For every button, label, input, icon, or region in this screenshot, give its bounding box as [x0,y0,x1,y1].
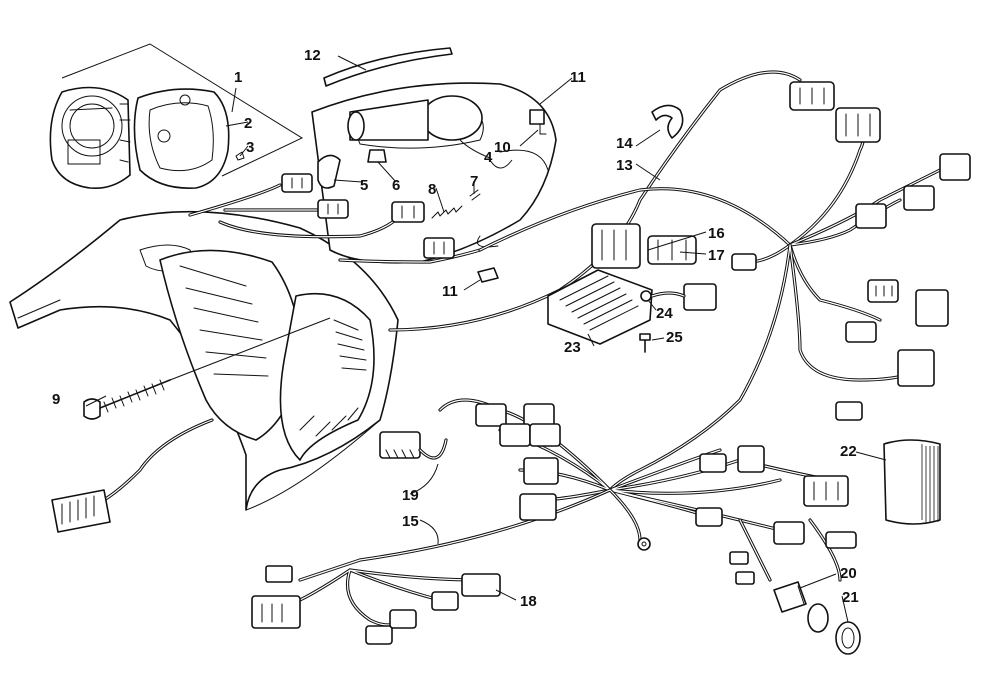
regulator-connector-24 [683,283,717,311]
callout-5: 5 [360,177,368,194]
callout-23: 23 [564,339,581,356]
connector-right-d [903,185,935,211]
callout-17: 17 [708,247,725,264]
washer-20 [807,603,829,633]
connector-18 [461,573,501,597]
main-harness [251,70,971,645]
connector-right-i [845,321,877,343]
callout-2: 2 [244,115,252,132]
connector-mid-y [735,571,755,585]
connector-mid-x [729,551,749,565]
callout-8: 8 [428,181,436,198]
clip-10 [539,123,547,135]
light-strip [323,47,453,87]
callout-18: 18 [520,593,537,610]
ring-21 [835,621,861,655]
connector-right-j [897,349,935,387]
callout-15: 15 [402,513,419,530]
connector-mid-v [773,521,805,545]
callout-11-lower: 11 [442,283,458,300]
connector-bl-b [251,595,301,629]
bracket-11-lower [477,267,499,283]
bolt-9 [83,379,171,420]
gauge-connector-harness [51,418,214,533]
sensor-20 [773,581,807,613]
callout-6: 6 [392,177,400,194]
connector-right-h [915,289,949,327]
connector-mid-s [737,445,765,473]
callout-19: 19 [402,487,419,504]
callout-11-upper: 11 [570,69,586,86]
connector-bl-a [265,565,293,583]
connector-mid-m [523,403,555,427]
connector-mid-w [825,531,857,549]
callout-20: 20 [840,565,857,582]
callout-21: 21 [842,589,859,606]
screw-24 [640,290,652,302]
connector-bl-d [389,609,417,629]
bracket-11-upper [529,109,545,125]
connector-right-c [939,153,971,181]
spring-8 [431,205,463,219]
connector-19 [379,431,421,459]
callout-13: 13 [616,157,633,174]
callout-3: 3 [246,139,254,156]
relay-16 [591,223,641,269]
clip-ring [651,104,684,139]
callout-12: 12 [304,47,321,64]
gauge-screw [235,151,245,161]
fuse-17 [647,235,697,265]
callout-1: 1 [234,69,242,86]
connector-mid-f [731,253,757,271]
connector-bl-e [431,591,459,611]
callout-7: 7 [470,173,478,190]
pod-harness [188,173,482,264]
connector-right-k [835,401,863,421]
connector-mid-n [499,423,531,447]
connector-top-right-a [789,81,835,111]
gauge-bezel [133,88,230,189]
connector-right-g [867,279,899,303]
connector-mid-q [519,493,557,521]
connector-top-right-b [835,107,881,143]
instrument-gauge [49,86,131,190]
callout-14: 14 [616,135,633,152]
connector-bl-c [365,625,393,645]
callout-10: 10 [494,139,511,156]
callout-22: 22 [840,443,857,460]
bulb-6 [367,149,387,163]
connector-mid-t [803,475,849,507]
callout-16: 16 [708,225,725,242]
connector-mid-r [699,453,727,473]
callout-25: 25 [666,329,683,346]
headlight-bulb [347,95,483,141]
connector-mid-p [523,457,559,485]
callout-4: 4 [484,149,493,166]
connector-mid-l [475,403,507,427]
hood-pod [9,210,399,511]
screw-25 [639,333,651,353]
connector-mid-u [695,507,723,527]
callout-9: 9 [52,391,60,408]
voltage-regulator [547,269,653,345]
sleeve-22 [883,439,941,525]
callout-24: 24 [656,305,673,322]
ground-ring [637,537,651,551]
connector-mid-o [529,423,561,447]
connector-right-e [855,203,887,229]
